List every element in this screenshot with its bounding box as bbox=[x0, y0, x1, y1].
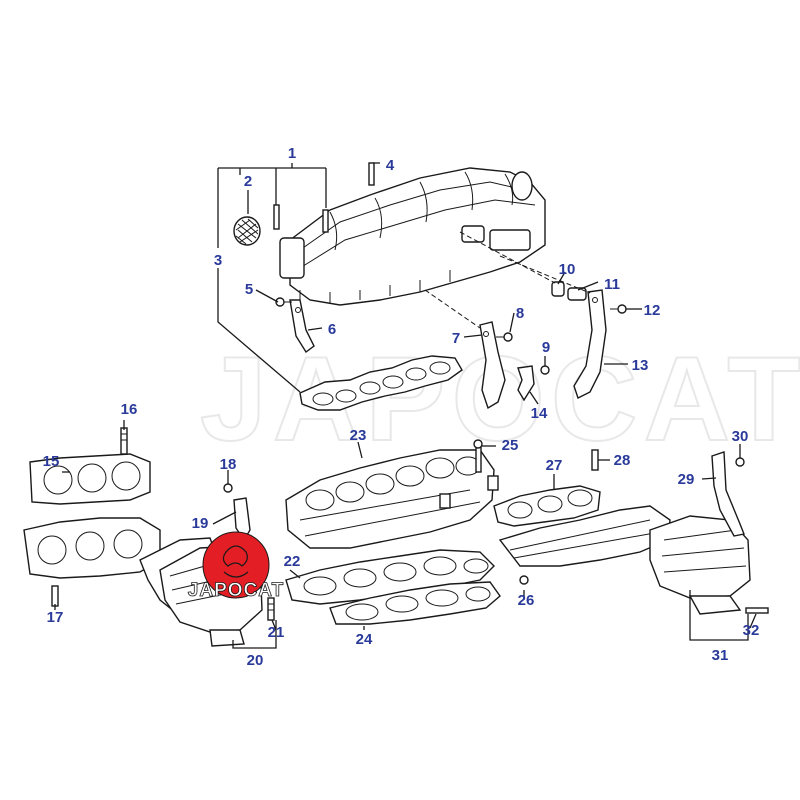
stud-21 bbox=[267, 597, 275, 621]
callout-29: 29 bbox=[678, 471, 695, 488]
intake-gasket-24 bbox=[329, 581, 501, 625]
intake-gasket-22 bbox=[285, 549, 495, 605]
callout-5: 5 bbox=[245, 281, 253, 298]
callout-20: 20 bbox=[247, 652, 264, 669]
leader-lines bbox=[54, 162, 757, 649]
callout-25: 25 bbox=[502, 437, 519, 454]
throttle-gasket bbox=[233, 216, 261, 246]
japocat-logo: JAPOCAT bbox=[187, 531, 284, 601]
intake-manifold-lower bbox=[285, 449, 499, 549]
bracket-6 bbox=[289, 299, 315, 354]
callout-18: 18 bbox=[220, 456, 237, 473]
bolt-26 bbox=[519, 575, 529, 585]
stud-28 bbox=[591, 449, 599, 471]
callout-31: 31 bbox=[712, 647, 729, 664]
callout-30: 30 bbox=[732, 428, 749, 445]
callout-12: 12 bbox=[644, 302, 661, 319]
bracket-13 bbox=[573, 289, 607, 399]
bolt-12 bbox=[610, 304, 627, 314]
bolt-9 bbox=[540, 365, 550, 375]
part-10-11 bbox=[551, 281, 587, 301]
stud-17 bbox=[51, 585, 59, 607]
bolt-8 bbox=[496, 332, 513, 342]
callout-23: 23 bbox=[350, 427, 367, 444]
bracket-14 bbox=[517, 365, 535, 402]
logo-text: JAPOCAT bbox=[188, 580, 284, 601]
callout-1: 1 bbox=[288, 145, 296, 162]
watermark-text: JAPOCAT bbox=[200, 332, 800, 466]
callout-3: 3 bbox=[214, 252, 222, 269]
callout-16: 16 bbox=[121, 401, 138, 418]
intake-manifold-upper bbox=[279, 167, 546, 306]
bolt-30 bbox=[735, 457, 745, 467]
callout-7: 7 bbox=[452, 330, 460, 347]
bolt-5 bbox=[275, 297, 292, 307]
callout-22: 22 bbox=[284, 553, 301, 570]
exhaust-gasket-27 bbox=[493, 485, 601, 527]
callout-8: 8 bbox=[516, 305, 524, 322]
stud-32 bbox=[745, 607, 769, 614]
exhaust-gasket-15 bbox=[29, 453, 151, 505]
callout-9: 9 bbox=[542, 339, 550, 356]
callout-4: 4 bbox=[386, 157, 395, 174]
callout-28: 28 bbox=[614, 452, 631, 469]
bracket-29 bbox=[711, 451, 745, 537]
callout-32: 32 bbox=[743, 622, 760, 639]
bracket-7 bbox=[479, 321, 506, 410]
callout-6: 6 bbox=[328, 321, 336, 338]
stud-16 bbox=[120, 427, 128, 455]
callout-10: 10 bbox=[559, 261, 576, 278]
callout-labels: 1 2 3 4 5 6 7 8 9 10 11 12 13 14 15 16 1… bbox=[43, 145, 760, 669]
callout-19: 19 bbox=[192, 515, 209, 532]
bolt-18 bbox=[223, 483, 233, 493]
callout-14: 14 bbox=[531, 405, 548, 422]
assembly-guide-lines bbox=[424, 231, 591, 329]
callout-26: 26 bbox=[518, 592, 535, 609]
intake-gasket-upper bbox=[299, 355, 463, 411]
callout-11: 11 bbox=[604, 276, 620, 293]
callout-13: 13 bbox=[632, 357, 649, 374]
callout-27: 27 bbox=[546, 457, 563, 474]
callout-24: 24 bbox=[356, 631, 373, 648]
callout-15: 15 bbox=[43, 453, 60, 470]
exhaust-manifold-right bbox=[498, 505, 751, 615]
callout-21: 21 bbox=[268, 624, 285, 641]
callout-17: 17 bbox=[47, 609, 64, 626]
callout-2: 2 bbox=[244, 173, 252, 190]
bolt-25 bbox=[473, 439, 483, 473]
